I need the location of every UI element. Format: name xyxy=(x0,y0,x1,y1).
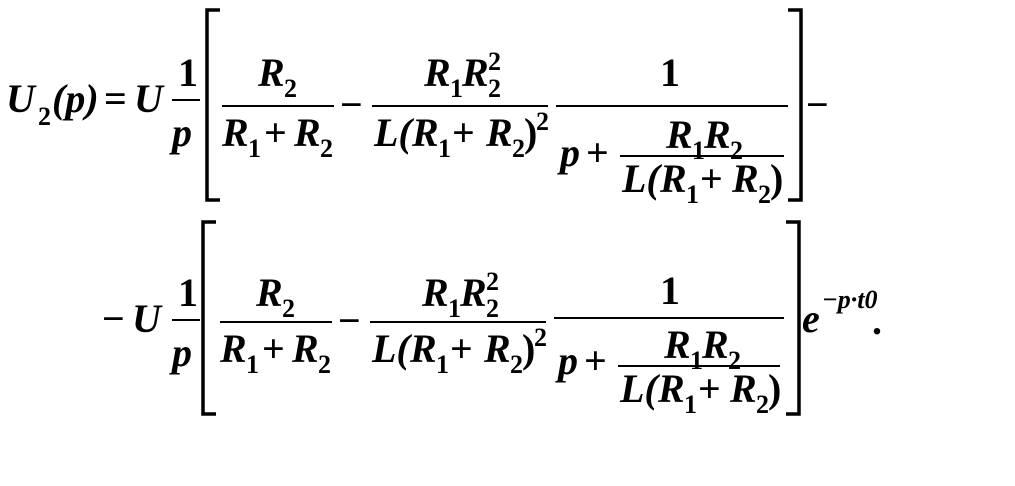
denominator-l-open: L( xyxy=(373,110,414,155)
minus-sign: − xyxy=(340,82,363,127)
numerator-r: R xyxy=(459,270,487,315)
nested-numerator-r: R xyxy=(703,112,731,157)
numerator-r: R xyxy=(421,270,449,315)
leading-minus-sign: − xyxy=(102,296,125,341)
numerator-r-subscript: 2 xyxy=(486,294,499,323)
denominator-r-subscript: 2 xyxy=(512,134,525,163)
exponential-e: e xyxy=(802,296,820,341)
fraction-numerator-one: 1 xyxy=(178,50,198,95)
lhs-argument: (p) xyxy=(52,76,99,121)
denominator-r: R xyxy=(485,110,513,155)
period: . xyxy=(872,298,882,343)
nested-denominator-r-subscript: 1 xyxy=(686,180,699,209)
numerator-superscript: 2 xyxy=(486,267,499,296)
factor-u: U xyxy=(134,76,165,121)
nested-denominator-r-subscript: 1 xyxy=(684,390,697,419)
nested-denominator-close-paren: ) xyxy=(770,156,783,201)
numerator-r-subscript: 2 xyxy=(284,74,297,103)
denominator-superscript: 2 xyxy=(534,323,547,352)
denominator-r-subscript: 1 xyxy=(246,350,259,379)
nested-denominator-r-subscript: 2 xyxy=(756,390,769,419)
denominator-r: R xyxy=(221,110,249,155)
denominator-r-subscript: 1 xyxy=(438,134,451,163)
denominator-r-subscript: 2 xyxy=(318,350,331,379)
nested-numerator-r: R xyxy=(663,322,691,367)
nested-numerator-r: R xyxy=(665,112,693,157)
denominator-p: p xyxy=(555,338,578,383)
denominator-l-open: L( xyxy=(371,326,412,371)
nested-numerator-r-subscript: 2 xyxy=(728,346,741,375)
denominator-r-subscript: 2 xyxy=(320,134,333,163)
nested-denominator-close-paren: ) xyxy=(768,366,781,411)
nested-denominator-l-open: L( xyxy=(619,366,660,411)
denominator-r: R xyxy=(409,326,437,371)
denominator-r: R xyxy=(293,110,321,155)
denominator-r: R xyxy=(219,326,247,371)
plus-sign: + xyxy=(698,366,721,411)
right-bracket xyxy=(786,220,801,416)
numerator-r: R xyxy=(461,50,489,95)
nested-denominator-r: R xyxy=(731,156,759,201)
right-bracket xyxy=(788,8,803,202)
denominator-p: p xyxy=(557,130,580,175)
nested-denominator-r-subscript: 2 xyxy=(758,180,771,209)
plus-sign: + xyxy=(264,110,287,155)
lhs-u: U xyxy=(6,76,37,121)
fraction-denominator-p: p xyxy=(169,110,192,155)
lhs-subscript: 2 xyxy=(38,102,51,131)
plus-sign: + xyxy=(700,156,723,201)
left-bracket xyxy=(201,220,216,416)
numerator-r-subscript: 1 xyxy=(450,74,463,103)
numerator-one: 1 xyxy=(660,268,680,313)
denominator-r-subscript: 1 xyxy=(248,134,261,163)
nested-numerator-r-subscript: 2 xyxy=(730,136,743,165)
numerator-r-subscript: 2 xyxy=(282,294,295,323)
fraction-denominator-p: p xyxy=(169,330,192,375)
plus-sign: + xyxy=(586,130,609,175)
denominator-close-paren: ) xyxy=(524,110,537,155)
denominator-r-subscript: 2 xyxy=(510,350,523,379)
nested-denominator-l-open: L( xyxy=(621,156,662,201)
nested-denominator-r: R xyxy=(729,366,757,411)
nested-numerator-r: R xyxy=(701,322,729,367)
minus-sign: − xyxy=(338,298,361,343)
plus-sign: + xyxy=(450,326,473,371)
exponent: −p·t0 xyxy=(822,285,877,314)
denominator-r: R xyxy=(411,110,439,155)
factor-u: U xyxy=(132,296,163,341)
numerator-superscript: 2 xyxy=(488,47,501,76)
numerator-r-subscript: 1 xyxy=(448,294,461,323)
equation-line-1: U 2 (p) = U 1 p R 2 R 1 + R 2 − R 1 R 2 … xyxy=(6,8,829,209)
equation-line-2: − U 1 p R 2 R 1 + R 2 − R 1 R 2 2 L( R 1… xyxy=(102,220,882,419)
numerator-one: 1 xyxy=(660,50,680,95)
nested-denominator-r: R xyxy=(659,156,687,201)
denominator-r: R xyxy=(483,326,511,371)
denominator-r-subscript: 1 xyxy=(436,350,449,379)
numerator-r-subscript: 2 xyxy=(488,74,501,103)
denominator-close-paren: ) xyxy=(522,326,535,371)
fraction-numerator-one: 1 xyxy=(178,270,198,315)
nested-numerator-r-subscript: 1 xyxy=(692,136,705,165)
plus-sign: + xyxy=(452,110,475,155)
denominator-superscript: 2 xyxy=(536,107,549,136)
nested-numerator-r-subscript: 1 xyxy=(690,346,703,375)
trailing-minus-sign: − xyxy=(806,82,829,127)
plus-sign: + xyxy=(262,326,285,371)
numerator-r: R xyxy=(257,50,285,95)
nested-denominator-r: R xyxy=(657,366,685,411)
denominator-r: R xyxy=(291,326,319,371)
numerator-r: R xyxy=(423,50,451,95)
left-bracket xyxy=(205,8,220,202)
numerator-r: R xyxy=(255,270,283,315)
plus-sign: + xyxy=(584,338,607,383)
equals-sign: = xyxy=(104,76,127,121)
